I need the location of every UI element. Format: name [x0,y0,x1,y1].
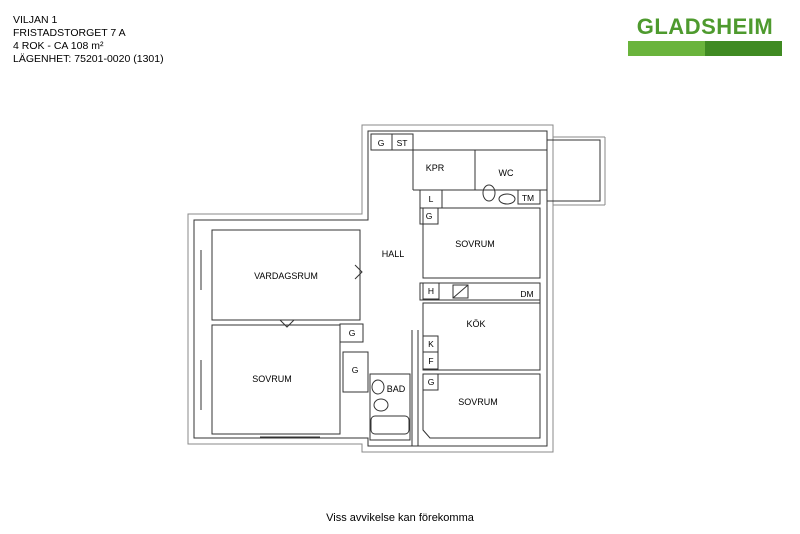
label-sovrum-lower: SOVRUM [458,397,498,407]
property-info: VILJAN 1 FRISTADSTORGET 7 A 4 ROK - CA 1… [13,14,164,66]
fixture-f: F [428,356,433,366]
label-sovrum-upper: SOVRUM [455,239,495,249]
label-hall: HALL [382,249,405,259]
disclaimer-note: Viss avvikelse kan förekomma [326,512,474,524]
fixture-l: L [429,194,434,204]
property-name: VILJAN 1 [13,14,58,26]
label-bad: BAD [387,384,406,394]
fixture-tm: TM [522,193,534,203]
label-kpr: KPR [426,163,445,173]
fixture-k: K [428,339,434,349]
logo-text: GLADSHEIM [636,14,774,39]
apartment-size: 4 ROK - CA 108 m² [13,40,104,52]
label-vardagsrum: VARDAGSRUM [254,271,318,281]
label-sovrum-left: SOVRUM [252,374,292,384]
logo-bar-dark [705,41,782,56]
apartment-number: LÄGENHET: 75201-0020 (1301) [13,53,164,65]
fixture-g-kitchen: G [428,377,435,387]
property-address: FRISTADSTORGET 7 A [13,27,126,39]
label-kok: KÖK [466,319,485,329]
fixture-labels: G ST L G TM H DM K F G G G [349,138,534,387]
fixture-g-left-2: G [352,365,359,375]
fixture-g-left-1: G [349,328,356,338]
label-wc: WC [499,168,514,178]
room-labels: KPR WC HALL SOVRUM VARDAGSRUM KÖK SOVRUM… [252,163,514,407]
logo-bar-light [628,41,705,56]
fixture-g-top: G [378,138,385,148]
fixture-h: H [428,286,434,296]
fixture-st: ST [397,138,408,148]
fixture-g-upper: G [426,211,433,221]
fixture-dm: DM [520,289,533,299]
gladsheim-logo: GLADSHEIM [628,14,782,56]
walls [187,124,606,453]
